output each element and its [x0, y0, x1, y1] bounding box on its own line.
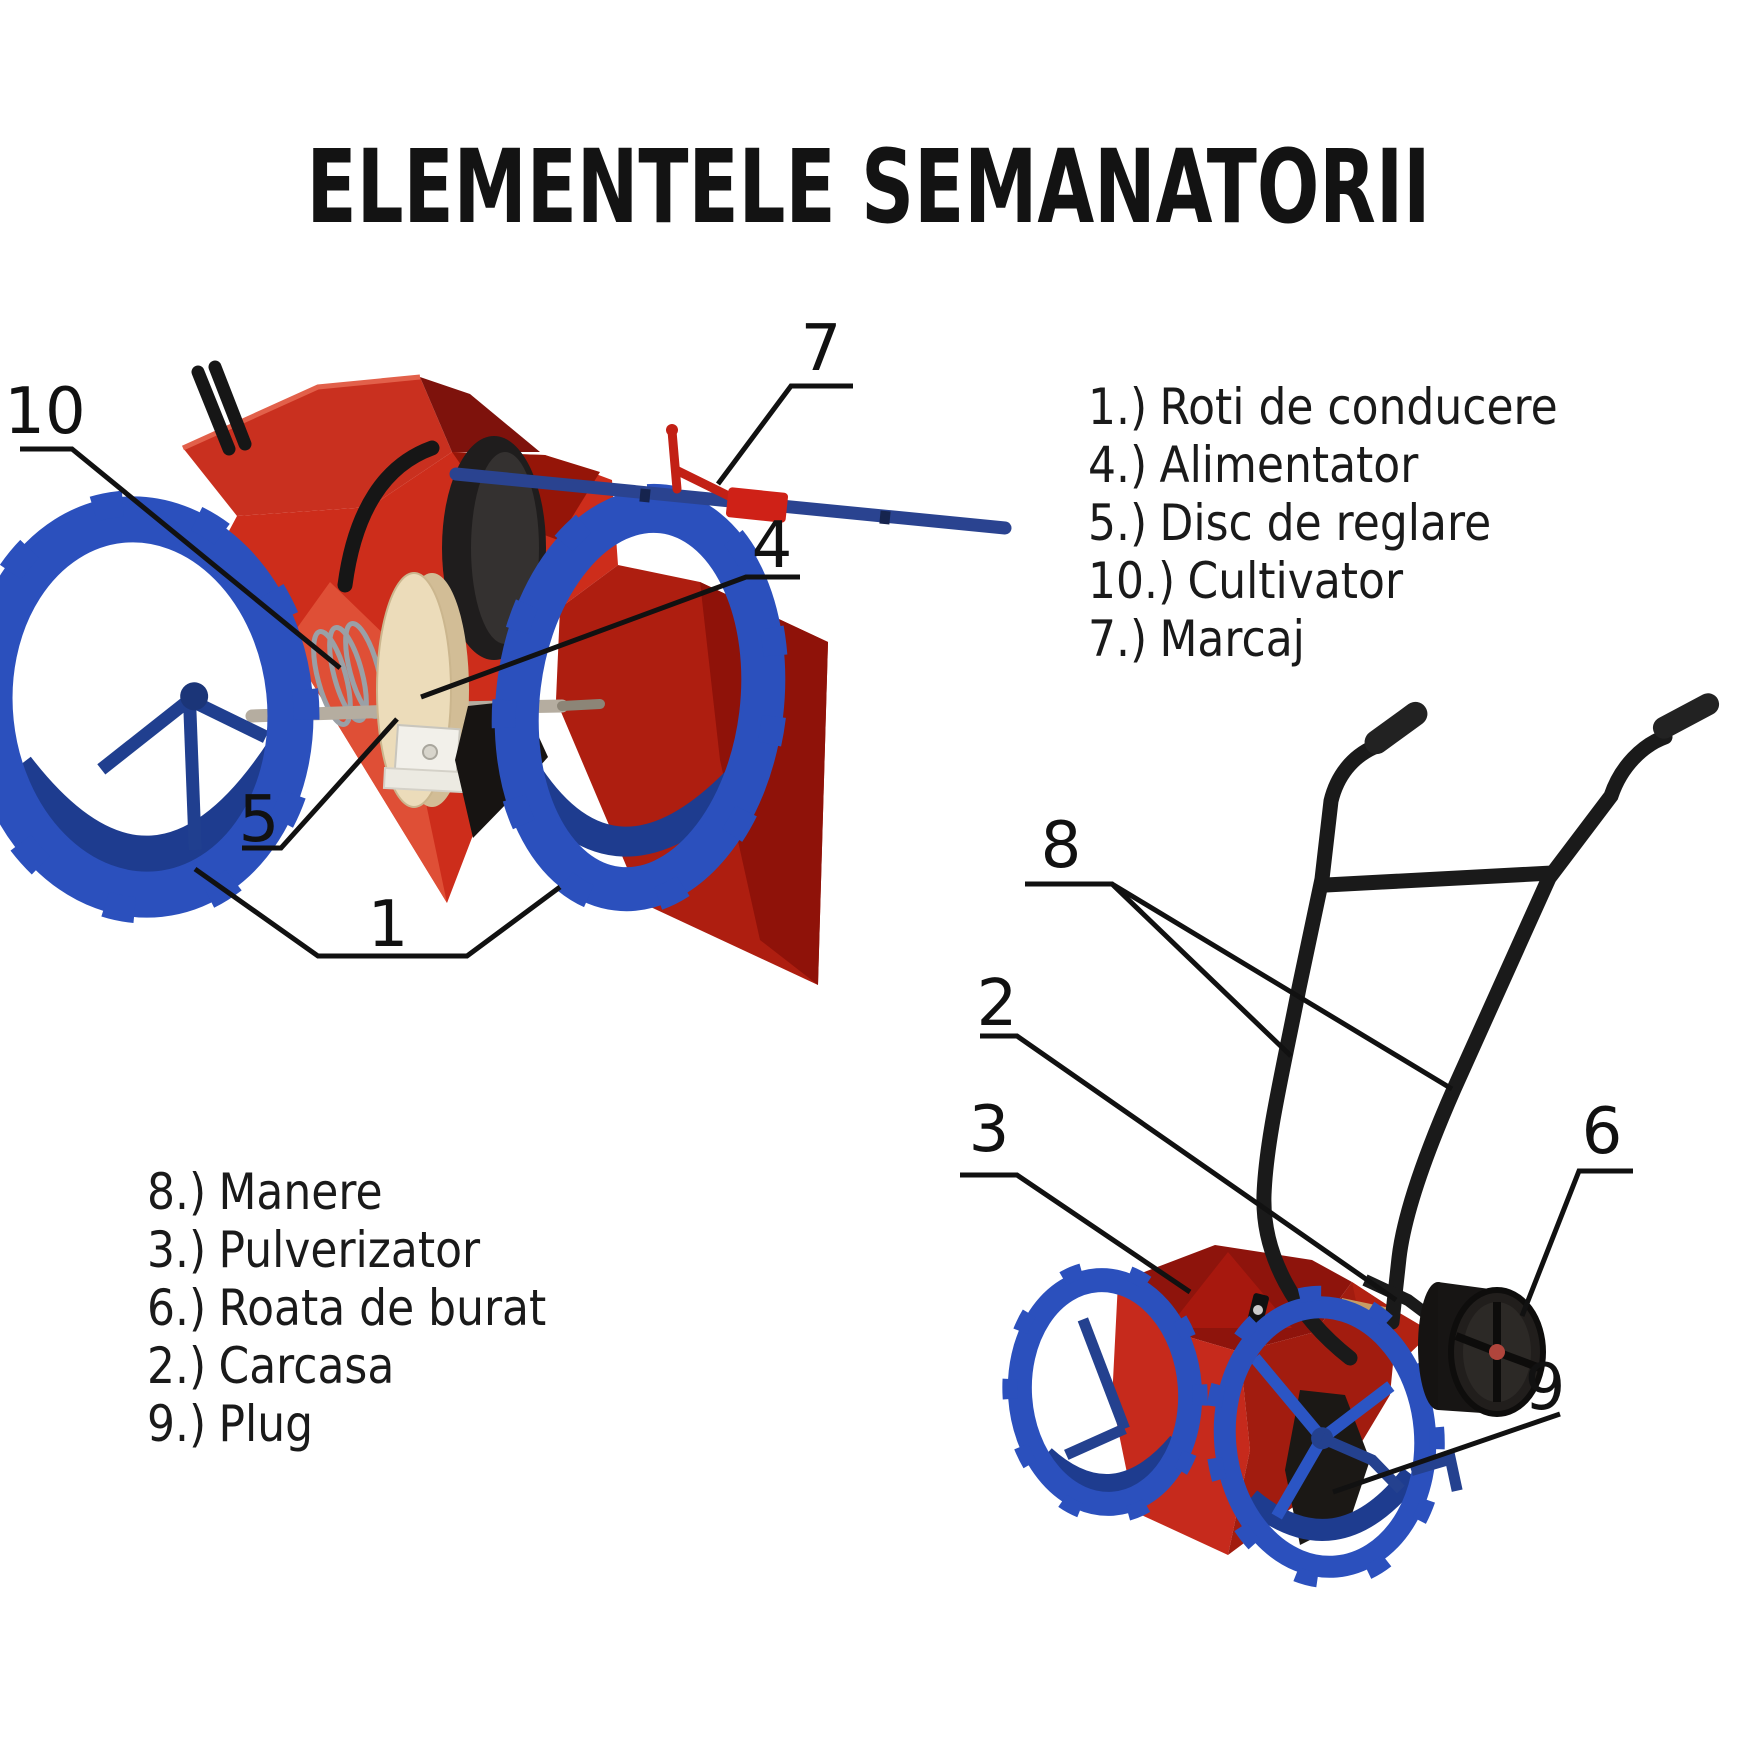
leader-line-3	[960, 1172, 1192, 1295]
legend-item: 9.)Plug	[147, 1395, 546, 1453]
page-title: ELEMENTELE SEMANATORII	[0, 128, 1737, 247]
drive-wheel-left	[0, 490, 320, 924]
legend-label: Marcaj	[1159, 610, 1305, 668]
legend-label: Plug	[218, 1395, 314, 1453]
legend-ref: 6.)	[147, 1279, 207, 1337]
leader-line-6	[1519, 1168, 1633, 1317]
legend-ref: 9.)	[147, 1395, 207, 1453]
legend-ref: 7.)	[1088, 610, 1148, 668]
legend-label: Carcasa	[218, 1337, 395, 1395]
leader-line-9	[1332, 1411, 1561, 1495]
handle-tube-left	[1256, 739, 1382, 1366]
legend-ref: 8.)	[147, 1163, 207, 1221]
callout-2: 2	[976, 967, 1018, 1041]
legend-ref: 3.)	[147, 1221, 207, 1279]
callout-6: 6	[1581, 1095, 1623, 1169]
legend-label: Manere	[218, 1163, 383, 1221]
wheel-cleats	[1002, 1260, 1208, 1524]
callout-5: 5	[238, 783, 280, 857]
handle-grips	[1364, 693, 1720, 755]
marker-clamp	[725, 487, 789, 523]
full-machine-photo	[1002, 693, 1720, 1589]
handle-frame	[1256, 729, 1673, 1366]
handle-crossbar	[1318, 865, 1560, 893]
handle-tube-right	[1384, 729, 1673, 1330]
leader-line-2	[980, 1033, 1398, 1303]
legend-item: 1.)Roti de conducere	[1088, 378, 1558, 436]
callout-1: 1	[367, 888, 409, 962]
crank-arm	[1319, 1433, 1405, 1494]
depth-arm	[1409, 1452, 1463, 1492]
wheel-cleats	[1205, 1285, 1445, 1589]
drive-wheel-rear	[1002, 1260, 1208, 1524]
legend-ref: 10.)	[1088, 552, 1176, 610]
leader-line-5	[242, 717, 399, 851]
legend-label: Disc de reglare	[1159, 494, 1492, 552]
press-wheel-hub	[1489, 1344, 1505, 1360]
legend-left: 8.)Manere 3.)Pulverizator 6.)Roata de bu…	[147, 1163, 546, 1453]
callout-7: 7	[800, 312, 842, 386]
wheel-cleats	[0, 490, 320, 924]
leader-lines	[20, 383, 1633, 1495]
legend-item: 4.)Alimentator	[1088, 436, 1558, 494]
callout-8: 8	[1040, 809, 1082, 883]
legend-ref: 4.)	[1088, 436, 1148, 494]
plough-blade	[1285, 1390, 1370, 1545]
legend-item: 3.)Pulverizator	[147, 1221, 546, 1279]
bolt	[1253, 1305, 1263, 1315]
legend-label: Roata de burat	[218, 1279, 547, 1337]
leader-line-4	[420, 574, 800, 700]
legend-ref: 1.)	[1088, 378, 1148, 436]
legend-label: Alimentator	[1159, 436, 1419, 494]
callout-4: 4	[751, 509, 793, 583]
press-wheel	[1362, 1274, 1546, 1417]
legend-label: Pulverizator	[218, 1221, 481, 1279]
legend-item: 5.)Disc de reglare	[1088, 494, 1558, 552]
callout-3: 3	[968, 1093, 1010, 1167]
legend-label: Cultivator	[1187, 552, 1404, 610]
drive-wheel-front	[1205, 1285, 1463, 1589]
leader-line-10	[20, 446, 342, 670]
legend-right: 1.)Roti de conducere 4.)Alimentator 5.)D…	[1088, 378, 1558, 668]
handle-tube-stubs	[191, 360, 440, 593]
marker-rod	[449, 424, 1012, 535]
legend-item: 10.)Cultivator	[1088, 552, 1558, 610]
legend-ref: 2.)	[147, 1337, 207, 1395]
legend-item: 7.)Marcaj	[1088, 610, 1558, 668]
leader-line-1	[193, 866, 562, 959]
leader-line-7	[715, 383, 853, 486]
leader-line-8b	[1110, 881, 1454, 1092]
callout-10: 10	[4, 375, 86, 449]
page-title-text: ELEMENTELE SEMANATORII	[306, 128, 1431, 247]
legend-item: 2.)Carcasa	[147, 1337, 546, 1395]
legend-label: Roti de conducere	[1159, 378, 1558, 436]
legend-ref: 5.)	[1088, 494, 1148, 552]
closeup-photo	[0, 360, 1012, 985]
callout-9: 9	[1524, 1351, 1566, 1425]
legend-item: 6.)Roata de burat	[147, 1279, 546, 1337]
legend-item: 8.)Manere	[147, 1163, 546, 1221]
